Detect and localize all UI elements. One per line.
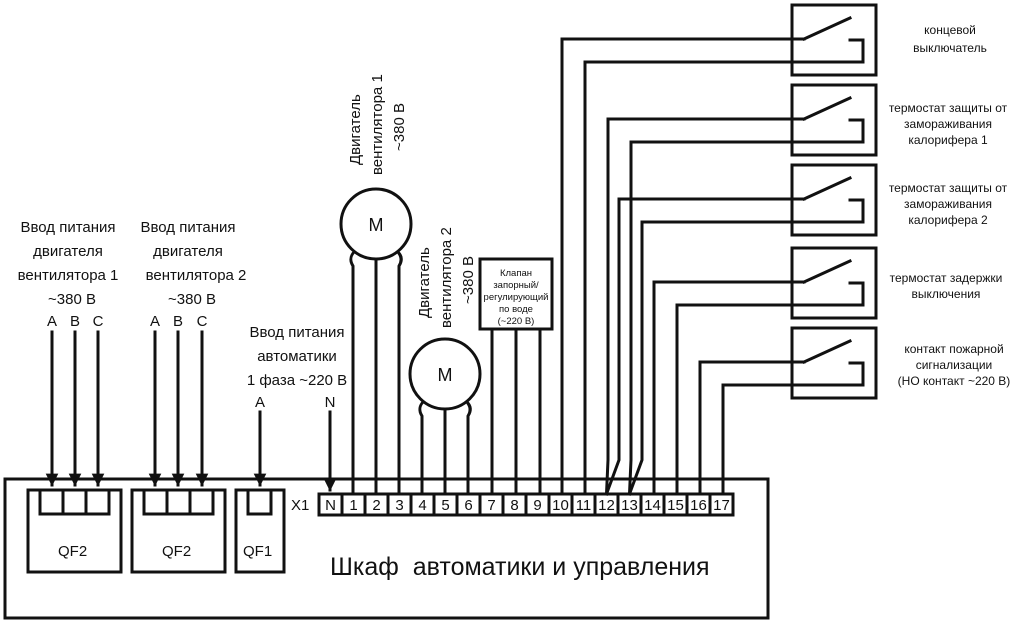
svg-text:двигателя: двигателя	[33, 243, 103, 260]
motor-symbol: M	[369, 215, 384, 235]
terminal-label: 12	[598, 497, 615, 514]
svg-text:Ввод питания: Ввод питания	[20, 219, 115, 236]
terminal-label: 9	[533, 497, 541, 514]
cabinet-title: Шкаф автоматики и управления	[330, 553, 710, 581]
terminal-label: 14	[644, 497, 661, 514]
terminal-label: 13	[621, 497, 638, 514]
svg-text:B: B	[70, 313, 80, 330]
terminal-label: 2	[372, 497, 380, 514]
switch-labels: концевой выключатель термостат защиты от…	[889, 23, 1011, 388]
wire-frost1-a	[604, 117, 806, 496]
svg-text:B: B	[173, 313, 183, 330]
switch-label-limit: выключатель	[913, 41, 987, 55]
svg-text:вентилятора 1: вентилятора 1	[18, 267, 119, 284]
svg-text:~380 В: ~380 В	[48, 291, 96, 308]
wire-delay-a	[652, 280, 806, 496]
breaker-qf1-automation: QF1	[234, 488, 286, 574]
breaker-qf2-fan1: QF2	[26, 488, 123, 574]
terminal-label: 16	[690, 497, 707, 514]
switch-label-frost2: термостат защиты от	[889, 181, 1008, 195]
motor-1: M Двигатель вентилятора 1 ~380 В	[339, 74, 413, 496]
svg-text:вентилятора 2: вентилятора 2	[438, 227, 455, 328]
switch-contact-limit	[802, 16, 852, 41]
switch-label-frost1: замораживания	[904, 117, 992, 131]
terminal-label: 11	[576, 497, 592, 514]
wire-frost1-b	[627, 118, 865, 496]
svg-text:автоматики: автоматики	[257, 348, 337, 365]
switch-label-frost2: калорифера 2	[908, 213, 988, 227]
terminal-label: 5	[441, 497, 449, 514]
switch-label-fire: сигнализации	[916, 358, 993, 372]
switch-contact-frost1	[802, 96, 852, 121]
switch-label-limit: концевой	[924, 23, 976, 37]
terminal-label: 8	[510, 497, 518, 514]
svg-text:A: A	[47, 313, 57, 330]
switch-label-delay: термостат задержки	[890, 271, 1003, 285]
switch-label-frost1: термостат защиты от	[889, 101, 1008, 115]
svg-text:по воде: по воде	[499, 304, 533, 315]
svg-text:Клапан: Клапан	[500, 268, 532, 279]
svg-text:(~220 В): (~220 В)	[498, 316, 535, 327]
svg-text:запорный/: запорный/	[493, 280, 539, 291]
terminal-label: 4	[418, 497, 426, 514]
terminal-label: 15	[667, 497, 684, 514]
breaker-label: QF2	[162, 543, 191, 560]
svg-text:~380 В: ~380 В	[391, 103, 408, 151]
switch-contact-fire	[802, 339, 852, 364]
breaker-qf2-fan2: QF2	[130, 488, 227, 574]
terminal-label: 1	[349, 497, 357, 514]
wire-limit-b	[583, 38, 865, 496]
wire-delay-b	[675, 281, 865, 496]
terminal-label: 6	[464, 497, 472, 514]
wire-frost2-b	[627, 198, 865, 496]
power-input-automation: Ввод питания автоматики 1 фаза ~220 В A …	[247, 324, 347, 411]
motor-symbol: M	[438, 365, 453, 385]
switch-group	[560, 3, 878, 496]
svg-text:~380 В: ~380 В	[460, 256, 477, 304]
terminal-block-label: X1	[291, 497, 309, 514]
power-input-fan1: Ввод питания двигателя вентилятора 1 ~38…	[18, 219, 119, 330]
svg-text:N: N	[325, 394, 336, 411]
valve-actuator: Клапан запорный/ регулирующий по воде (~…	[478, 257, 554, 496]
svg-text:двигателя: двигателя	[153, 243, 223, 260]
terminal-label: 10	[552, 497, 569, 514]
breaker-label: QF1	[243, 543, 272, 560]
svg-text:Ввод питания: Ввод питания	[140, 219, 235, 236]
svg-text:вентилятора 1: вентилятора 1	[369, 74, 386, 175]
switch-label-fire: контакт пожарной	[904, 342, 1003, 356]
terminal-label: 17	[713, 497, 730, 514]
breaker-label: QF2	[58, 543, 87, 560]
svg-text:Двигатель: Двигатель	[347, 94, 364, 165]
svg-text:A: A	[255, 394, 265, 411]
power-input-fan2: Ввод питания двигателя вентилятора 2 ~38…	[140, 219, 246, 330]
svg-text:вентилятора 2: вентилятора 2	[146, 267, 247, 284]
terminal-label: N	[325, 497, 336, 514]
svg-text:Двигатель: Двигатель	[416, 247, 433, 318]
wire-frost2-a	[604, 197, 806, 496]
wire-limit-a	[560, 37, 806, 496]
supply-arrows	[45, 330, 337, 492]
svg-text:~380 В: ~380 В	[168, 291, 216, 308]
terminal-label: 3	[395, 497, 403, 514]
svg-text:регулирующий: регулирующий	[484, 292, 549, 303]
motor-2: M Двигатель вентилятора 2 ~380 В	[408, 227, 482, 496]
svg-text:Ввод питания: Ввод питания	[249, 324, 344, 341]
svg-text:C: C	[197, 313, 208, 330]
switch-label-fire: (НО контакт ~220 В)	[898, 374, 1011, 388]
terminal-label: 7	[487, 497, 495, 514]
svg-text:C: C	[93, 313, 104, 330]
switch-label-delay: выключения	[912, 287, 981, 301]
svg-text:A: A	[150, 313, 160, 330]
wire-fire-a	[698, 360, 806, 496]
switch-contact-delay	[802, 259, 852, 284]
switch-label-frost2: замораживания	[904, 197, 992, 211]
switch-contact-frost2	[802, 176, 852, 201]
svg-text:1 фаза ~220 В: 1 фаза ~220 В	[247, 372, 347, 389]
switch-label-frost1: калорифера 1	[908, 133, 988, 147]
wire-fire-b	[721, 361, 865, 496]
